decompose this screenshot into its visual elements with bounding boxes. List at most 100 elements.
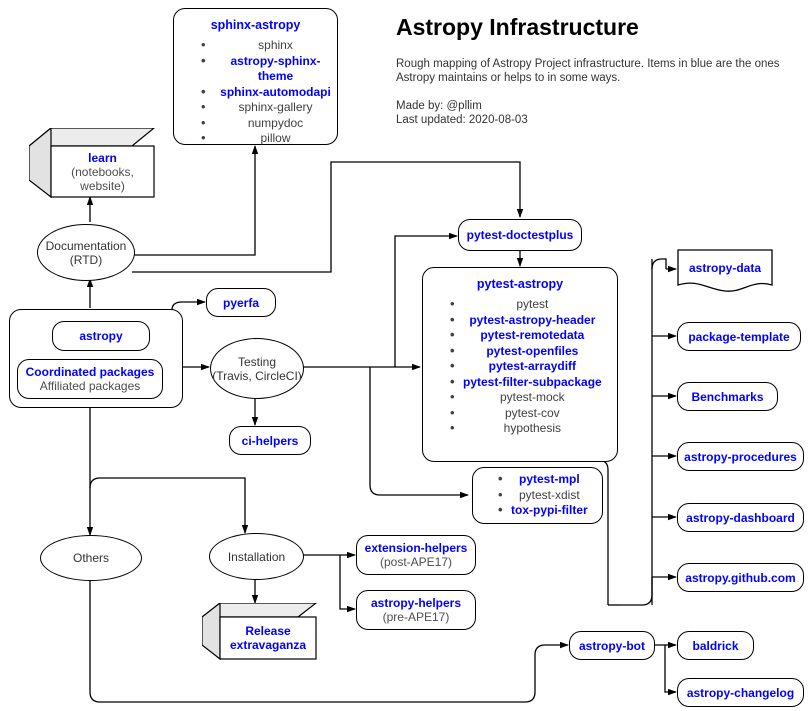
last-updated-line: Last updated: 2020-08-03 <box>396 114 528 126</box>
list-item: tox-pypi-filter <box>498 502 588 519</box>
extension-helpers-label: extension-helpers <box>364 541 468 555</box>
astropy-helpers-label: astropy-helpers <box>370 596 462 610</box>
node-documentation[interactable]: Documentation (RTD) <box>37 224 135 281</box>
astropy-procedures-label: astropy-procedures <box>684 449 797 464</box>
node-ci-helpers[interactable]: ci-helpers <box>229 426 311 455</box>
list-item: pytest-mock <box>450 389 602 406</box>
edge-testing-to-pytest-doctestplus <box>394 232 458 367</box>
node-astropy-data[interactable]: astropy-data <box>677 249 773 294</box>
astropy-dashboard-label: astropy-dashboard <box>686 510 795 525</box>
astropy-label: astropy <box>79 329 123 343</box>
baldrick-label: baldrick <box>692 638 739 653</box>
learn-cube-face: learn (notebooks, website) <box>51 146 154 197</box>
edge-astropy-bot-to-astropy-changelog <box>664 645 677 696</box>
list-item: pytest-remotedata <box>450 327 602 344</box>
node-coordinated-packages[interactable]: Coordinated packages Affiliated packages <box>17 359 163 399</box>
package-template-label: package-template <box>688 329 790 344</box>
pytest-astropy-list: pytest pytest-astropy-header pytest-remo… <box>423 296 602 437</box>
astropy-helpers-sub: (pre-APE17) <box>382 610 450 624</box>
document-shape <box>677 249 773 292</box>
learn-title: learn <box>88 150 117 165</box>
node-testing[interactable]: Testing (Travis, CircleCI) <box>210 338 304 399</box>
node-astropy-dashboard[interactable]: astropy-dashboard <box>677 503 804 532</box>
list-item: sphinx-gallery <box>201 99 337 116</box>
pytest-astropy-title: pytest-astropy <box>476 277 564 291</box>
trunk-top-curve <box>651 258 667 270</box>
node-pyerfa[interactable]: pyerfa <box>206 288 276 317</box>
list-item: sphinx-automodapi <box>201 84 337 101</box>
edge-installation-to-astropy-helpers <box>339 555 356 613</box>
node-sphinx-astropy[interactable]: sphinx-astropy sphinx astropy-sphinx-the… <box>173 8 338 145</box>
astropy-bot-label: astropy-bot <box>579 638 645 653</box>
list-item: pytest-mpl <box>498 471 588 488</box>
node-pytest-astropy[interactable]: pytest-astropy pytest pytest-astropy-hea… <box>422 267 618 462</box>
edge-others-to-astropy-bot <box>89 577 569 703</box>
node-package-template[interactable]: package-template <box>677 322 801 351</box>
pytest-doctestplus-label: pytest-doctestplus <box>466 228 574 242</box>
node-extension-helpers[interactable]: extension-helpers (post-APE17) <box>356 535 476 575</box>
release-line2: extravaganza <box>229 638 307 652</box>
testing-line2: (Travis, CircleCI) <box>212 368 302 383</box>
node-pytest-doctestplus[interactable]: pytest-doctestplus <box>458 219 582 251</box>
learn-cube-shape <box>29 128 155 198</box>
list-item: pytest-cov <box>450 405 602 422</box>
pyerfa-label: pyerfa <box>222 295 260 310</box>
node-astropy[interactable]: astropy <box>52 321 150 351</box>
node-baldrick[interactable]: baldrick <box>677 631 754 660</box>
learn-sub2: website) <box>80 178 125 193</box>
list-item: pytest-xdist <box>498 487 588 504</box>
node-release-extravaganza[interactable]: Release extravaganza <box>202 603 317 660</box>
sphinx-astropy-title: sphinx-astropy <box>210 18 301 32</box>
edge-trunks <box>597 258 667 606</box>
edge-testing-to-pytest-extras <box>369 367 469 499</box>
affiliated-label: Affiliated packages <box>39 379 141 393</box>
trunk-bottom-return <box>620 577 653 606</box>
astropy-data-label: astropy-data <box>688 261 762 275</box>
list-item: astropy-sphinx-theme <box>201 53 337 85</box>
installation-label: Installation <box>227 549 286 564</box>
node-astropy-procedures[interactable]: astropy-procedures <box>677 442 804 471</box>
node-learn[interactable]: learn (notebooks, website) <box>29 128 155 198</box>
made-by-line: Made by: @pllim <box>396 100 482 112</box>
coordinated-label: Coordinated packages <box>25 365 155 379</box>
astropy-github-label: astropy.github.com <box>685 570 796 585</box>
extension-helpers-sub: (post-APE17) <box>379 555 453 569</box>
list-item: pytest-openfiles <box>450 343 602 360</box>
list-item: pillow <box>201 130 337 147</box>
release-cube-face: Release extravaganza <box>220 617 316 659</box>
list-item: pytest-arraydiff <box>450 358 602 375</box>
node-others[interactable]: Others <box>40 535 142 581</box>
edge-documentation-to-pytest-doctestplus <box>132 161 524 273</box>
node-installation[interactable]: Installation <box>209 533 304 580</box>
ci-helpers-label: ci-helpers <box>241 433 299 448</box>
astropy-changelog-label: astropy-changelog <box>686 685 795 700</box>
benchmarks-label: Benchmarks <box>691 389 764 404</box>
testing-line1: Testing <box>237 354 277 369</box>
edge-documentation-to-sphinx-astropy <box>90 145 259 256</box>
learn-sub1: (notebooks, <box>71 164 134 179</box>
pytest-extras-list: pytest-mpl pytest-xdist tox-pypi-filter <box>473 471 588 519</box>
node-pytest-extras[interactable]: pytest-mpl pytest-xdist tox-pypi-filter <box>472 467 603 524</box>
release-cube-shape <box>202 603 317 660</box>
node-astropy-github[interactable]: astropy.github.com <box>677 563 804 592</box>
node-astropy-bot[interactable]: astropy-bot <box>569 631 655 660</box>
sphinx-astropy-list: sphinx astropy-sphinx-theme sphinx-autom… <box>174 37 337 147</box>
node-astropy-changelog[interactable]: astropy-changelog <box>677 678 804 707</box>
edge-astropy-to-installation <box>89 477 249 534</box>
documentation-line2: (RTD) <box>69 252 103 267</box>
list-item: sphinx <box>201 37 337 54</box>
header-block: Astropy Infrastructure Rough mapping of … <box>396 14 796 127</box>
others-label: Others <box>72 551 109 565</box>
list-item: numpydoc <box>201 115 337 132</box>
node-astropy-helpers[interactable]: astropy-helpers (pre-APE17) <box>356 590 476 630</box>
list-item: pytest <box>450 296 602 313</box>
page-description: Rough mapping of Astropy Project infrast… <box>396 58 780 84</box>
release-line1: Release <box>245 624 291 638</box>
node-benchmarks[interactable]: Benchmarks <box>677 382 778 411</box>
list-item: pytest-astropy-header <box>450 312 602 329</box>
list-item: pytest-filter-subpackage <box>450 374 602 391</box>
page-title: Astropy Infrastructure <box>396 14 639 40</box>
documentation-line1: Documentation <box>45 238 127 253</box>
